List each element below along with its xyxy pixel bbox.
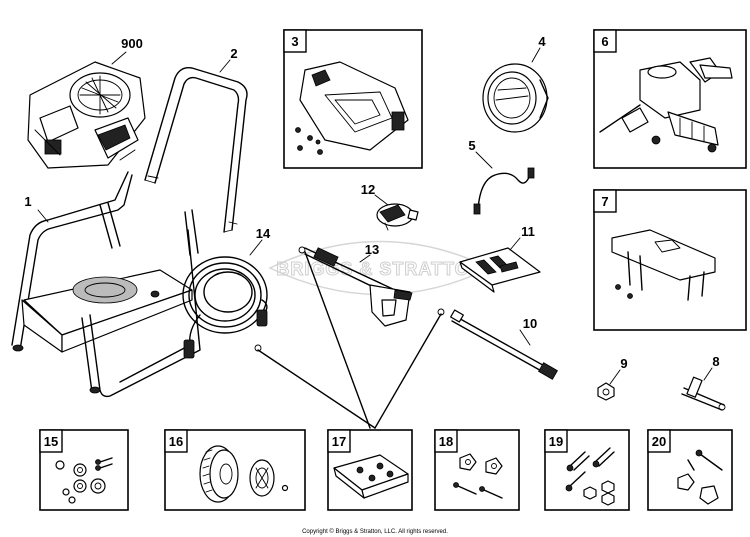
callout-10[interactable]: 10 [523, 316, 537, 331]
callout-13[interactable]: 13 [365, 242, 379, 257]
leader-lines [37, 47, 713, 429]
callout-2[interactable]: 2 [230, 46, 237, 61]
screws-group [295, 127, 323, 155]
knob-box-20[interactable]: 20 [647, 429, 733, 511]
handle-part[interactable] [144, 67, 248, 233]
callout-11[interactable]: 11 [521, 224, 535, 239]
gauge-ring-part[interactable] [482, 63, 549, 133]
box-number: 7 [601, 194, 608, 209]
box-number: 19 [549, 434, 563, 449]
frame-part[interactable] [11, 171, 201, 398]
callout-9[interactable]: 9 [620, 356, 627, 371]
callout-14[interactable]: 14 [256, 226, 271, 241]
tube-part[interactable] [473, 167, 535, 215]
hardware-box-15[interactable]: 15 [39, 429, 129, 511]
box-number: 6 [601, 34, 608, 49]
pump-box-6[interactable]: 6 [593, 29, 747, 169]
callout-900[interactable]: 900 [121, 36, 143, 51]
callout-5[interactable]: 5 [468, 138, 475, 153]
lance-part[interactable] [437, 308, 558, 380]
wheel-box-16[interactable]: 16 [164, 429, 306, 511]
box-number: 15 [44, 434, 58, 449]
axle-part[interactable] [681, 376, 726, 411]
box-number: 18 [439, 434, 453, 449]
base-plate-box-17[interactable]: 17 [327, 429, 413, 511]
callout-1[interactable]: 1 [24, 194, 31, 209]
box-number: 17 [332, 434, 346, 449]
bolt-box-19[interactable]: 19 [544, 429, 630, 511]
callout-8[interactable]: 8 [712, 354, 719, 369]
box-number: 20 [652, 434, 666, 449]
engine-part[interactable] [27, 61, 146, 169]
box-number: 3 [291, 34, 298, 49]
box-number: 16 [169, 434, 183, 449]
bracket-box-7[interactable]: 7 [593, 189, 747, 331]
callout-12[interactable]: 12 [361, 182, 375, 197]
fastener-box-18[interactable]: 18 [434, 429, 520, 511]
hose-part[interactable] [182, 256, 268, 359]
copyright-text: Copyright © Briggs & Stratton, LLC. All … [302, 528, 448, 535]
nozzle-part[interactable] [376, 203, 419, 231]
panel-box-3[interactable]: 3 [283, 29, 423, 169]
watermark-text: BRIGGS & STRATTON [276, 259, 483, 279]
spray-gun-part[interactable] [298, 246, 413, 327]
bag-part[interactable] [459, 247, 541, 293]
callout-4[interactable]: 4 [538, 34, 546, 49]
nut-part[interactable] [597, 382, 615, 401]
